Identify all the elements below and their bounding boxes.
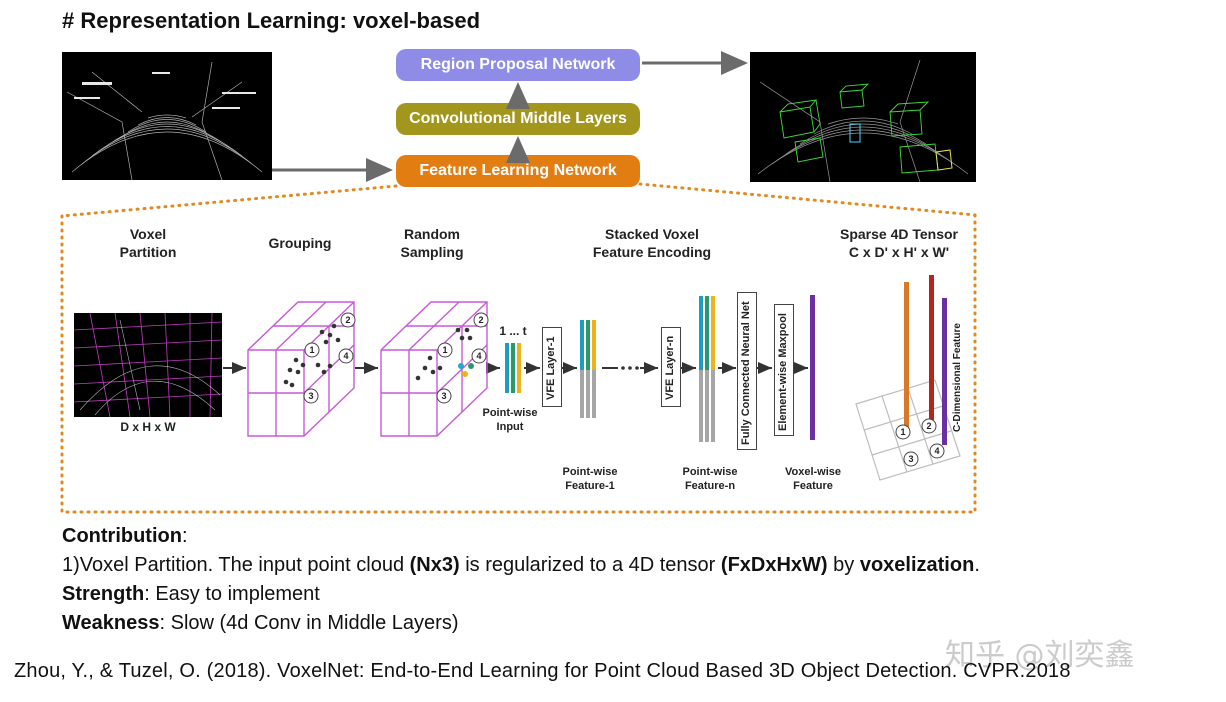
sampled-colored-points <box>458 363 474 377</box>
vfe-layer-n-box <box>661 327 681 407</box>
circle-label-2: 2 <box>345 315 351 325</box>
dxhxw-label: D x H x W <box>120 420 176 434</box>
grouping-points <box>283 323 341 388</box>
feature-learning-detail-frame <box>60 182 977 514</box>
voxelwise-feature-label: Voxel-wise Feature <box>784 466 842 492</box>
citation: Zhou, Y., & Tuzel, O. (2018). VoxelNet: … <box>14 660 1071 682</box>
input-point-cloud-image <box>62 52 272 180</box>
grouping-voxel-grid <box>247 301 355 437</box>
circle-label-4: 4 <box>476 351 482 361</box>
circle-label-3: 3 <box>308 391 314 401</box>
circle-label-2: 2 <box>478 315 484 325</box>
contribution-heading: Contribution <box>62 525 182 547</box>
sparse-tensor-label: Sparse 4D Tensor C x D' x H' x W' <box>839 226 958 260</box>
pointwise-input-label: Point-wise Input <box>482 407 538 433</box>
description-block: Contribution: 1)Voxel Partition. The inp… <box>62 522 980 638</box>
svfe-label: Stacked Voxel Feature Encoding <box>592 226 712 260</box>
maxpool-box <box>774 304 794 436</box>
circle-label-1: 1 <box>309 345 315 355</box>
strength-line: Strength: Easy to implement <box>62 583 320 605</box>
grouping-label: Grouping <box>268 235 332 251</box>
c-dimensional-feature-label: C-Dimensional Feature <box>952 323 963 432</box>
tensor-feature-1 <box>904 282 909 428</box>
vfe-layer-n-label: VFE Layer-n <box>664 335 676 400</box>
voxel-partition-label: Voxel Partition <box>119 226 177 260</box>
vfe-layer-1-label: VFE Layer-1 <box>545 336 557 400</box>
tensor-feature-4 <box>942 298 947 445</box>
circle-label-3: 3 <box>441 391 447 401</box>
sampling-points <box>415 327 473 381</box>
page-title: # Representation Learning: voxel-based <box>62 8 481 33</box>
vfe-layer-1-box <box>542 327 562 407</box>
strength-heading: Strength <box>62 583 145 605</box>
pointwise-feature-n-bars <box>699 296 715 442</box>
one-to-t-label: 1 ... t <box>499 324 527 338</box>
pointwise-input-bars <box>505 343 521 393</box>
circle-label-2: 2 <box>926 421 932 431</box>
circle-label-4: 4 <box>934 446 940 456</box>
circle-label-3: 3 <box>908 454 914 464</box>
maxpool-label: Element-wise Maxpool <box>777 313 789 431</box>
fcnn-box <box>737 292 757 450</box>
region-proposal-network-block: Region Proposal Network <box>396 49 640 81</box>
weakness-heading: Weakness <box>62 612 160 634</box>
pointwise-feature-1-bars <box>580 320 596 418</box>
watermark: 知乎 @刘奕鑫 <box>945 638 1135 673</box>
voxelwise-feature-bar <box>810 295 815 440</box>
output-detection-image <box>750 52 976 182</box>
fcnn-label: Fully Connected Neural Net <box>740 301 752 445</box>
voxel-partition-line: 1)Voxel Partition. The input point cloud… <box>62 554 980 576</box>
random-sampling-label: Random Sampling <box>400 226 464 260</box>
circle-label-1: 1 <box>900 427 906 437</box>
voxel-partition-image <box>73 312 223 418</box>
weakness-line: Weakness: Slow (4d Conv in Middle Layers… <box>62 612 459 634</box>
circle-label-4: 4 <box>343 351 349 361</box>
circle-label-1: 1 <box>442 345 448 355</box>
tensor-feature-2 <box>929 275 934 420</box>
pointwise-feature-n-label: Point-wise Feature-n <box>682 466 738 492</box>
sampling-voxel-grid <box>380 301 488 437</box>
pointwise-feature-1-label: Point-wise Feature-1 <box>562 466 618 492</box>
contribution-line: Contribution: <box>62 525 188 547</box>
